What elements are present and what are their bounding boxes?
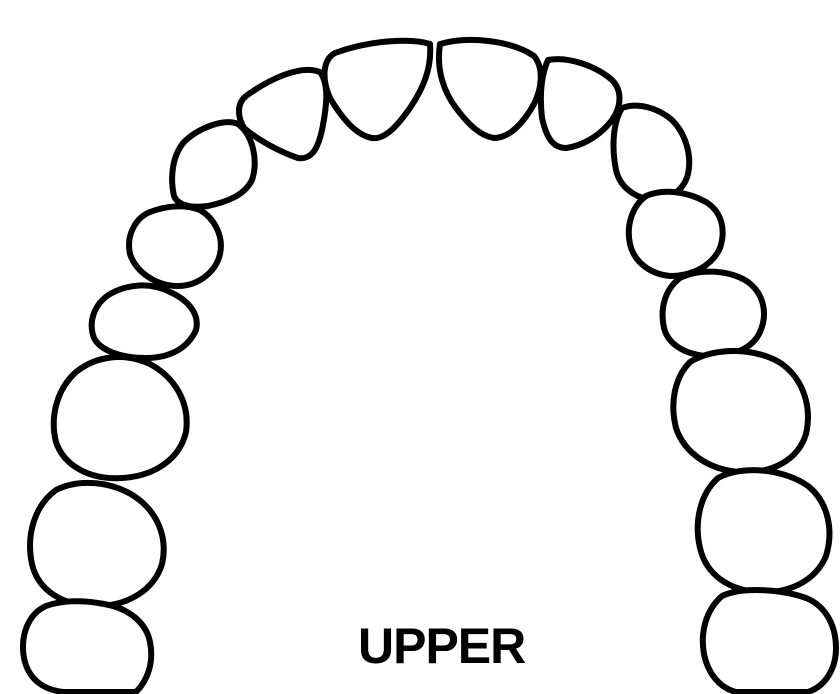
tooth-left-third-molar bbox=[23, 601, 151, 692]
tooth-left-second-premolar bbox=[92, 285, 197, 358]
tooth-right-second-premolar bbox=[663, 272, 764, 357]
tooth-left-central-incisor bbox=[325, 41, 431, 138]
tooth-right-second-molar bbox=[698, 470, 830, 592]
tooth-right-lateral-incisor bbox=[541, 59, 620, 148]
tooth-right-central-incisor bbox=[439, 40, 541, 138]
arch-label: UPPER bbox=[358, 616, 528, 676]
tooth-left-first-molar bbox=[54, 357, 187, 478]
tooth-left-second-molar bbox=[30, 483, 164, 606]
tooth-right-canine bbox=[614, 106, 690, 200]
tooth-right-third-molar bbox=[703, 590, 836, 692]
tooth-right-first-premolar bbox=[629, 192, 723, 276]
tooth-right-first-molar bbox=[673, 351, 808, 472]
tooth-left-canine bbox=[172, 122, 255, 206]
tooth-left-first-premolar bbox=[129, 206, 221, 286]
